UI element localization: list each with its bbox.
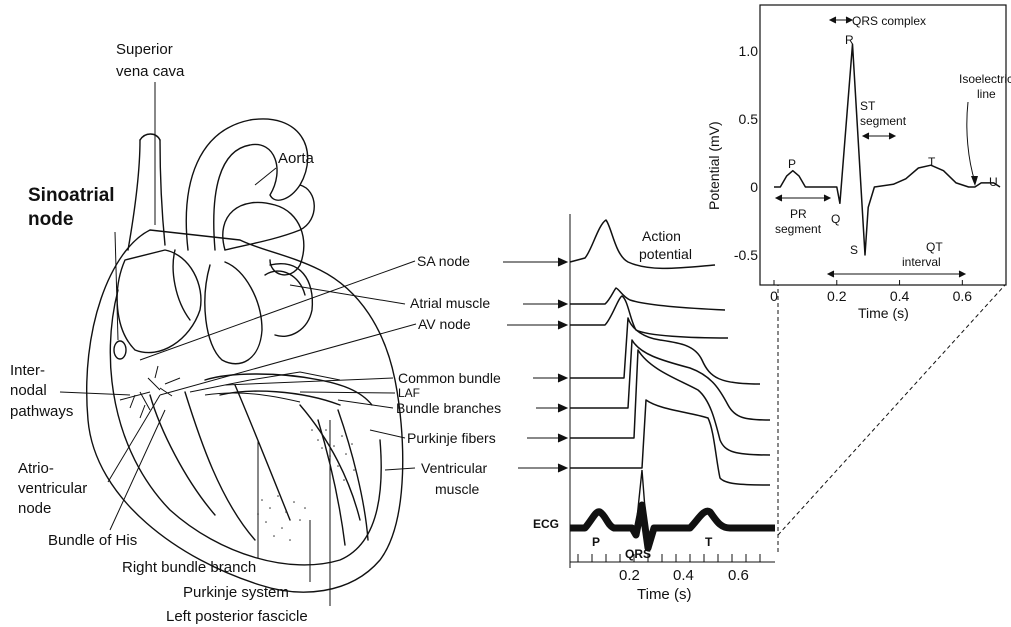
ap-time-tick-0-6: 0.6 xyxy=(728,567,749,584)
inset-y-tick-label: -0.5 xyxy=(734,247,758,263)
ap-row-label-laf: LAF xyxy=(398,386,420,400)
heart-inner-wall xyxy=(110,290,381,565)
label-atrioventricular-2: ventricular xyxy=(18,480,87,497)
inset-wave-label-u: U xyxy=(989,175,998,189)
inset-y-ticks: 1.0 0.5 0 -0.5 xyxy=(734,43,758,263)
inset-x-axis-label: Time (s) xyxy=(858,305,909,321)
label-bundle-of-his: Bundle of His xyxy=(48,532,137,549)
inset-y-tick-label: 0.5 xyxy=(739,111,759,127)
inset-annotation-qt-1: QT xyxy=(926,240,943,254)
inset-x-tick-label: 0.6 xyxy=(953,288,973,304)
label-purkinje-system: Purkinje system xyxy=(183,584,289,601)
purkinje-stipple xyxy=(257,429,355,541)
label-atrioventricular-1: Atrio- xyxy=(18,460,54,477)
ap-row-label-atrial-muscle: Atrial muscle xyxy=(410,295,490,311)
ap-note-1: Action xyxy=(642,228,681,244)
ap-row-label-ventricular: Ventricular xyxy=(421,460,487,476)
inset-wave-label-t: T xyxy=(928,155,936,169)
ap-trace-av-node xyxy=(570,296,728,338)
ecg-wave-label-p: P xyxy=(592,535,600,549)
inset-annotation-isoelectric-1: Isoelectric xyxy=(959,72,1011,86)
inset-y-tick-label: 0 xyxy=(750,179,758,195)
inset-x-tick-label: 0 xyxy=(770,288,778,304)
label-right-bundle-branch: Right bundle branch xyxy=(122,559,256,576)
label-sinoatrial-1: Sinoatrial xyxy=(28,185,115,206)
ap-row-label-sa-node: SA node xyxy=(417,253,470,269)
ap-time-tick-0-4: 0.4 xyxy=(673,567,694,584)
inset-wave-label-q: Q xyxy=(831,212,840,226)
action-potential-panel: SA node Atrial muscle AV node Common bun… xyxy=(396,214,775,603)
inset-annotation-pr-2: segment xyxy=(775,222,822,236)
ap-row-label-av-node: AV node xyxy=(418,316,471,332)
label-sinoatrial-2: node xyxy=(28,209,73,230)
ecg-label: ECG xyxy=(533,517,559,531)
inset-annotation-isoelectric-2: line xyxy=(977,87,996,101)
label-internodal-3: pathways xyxy=(10,403,73,420)
inset-y-tick-label: 1.0 xyxy=(739,43,759,59)
ecg-inset-frame xyxy=(760,5,1006,285)
inset-annotation-pr-1: PR xyxy=(790,207,807,221)
superior-vena-cava xyxy=(128,140,165,250)
ap-row-label-common-bundle: Common bundle xyxy=(398,370,501,386)
heart-illustration xyxy=(87,119,403,592)
ecg-wave-label-t: T xyxy=(705,535,713,549)
ap-time-axis-minor-ticks xyxy=(578,554,760,562)
ap-trace-atrial-muscle xyxy=(570,288,725,310)
inset-connector-right xyxy=(778,285,1005,535)
ap-row-label-muscle: muscle xyxy=(435,481,480,497)
inset-wave-label-s: S xyxy=(850,243,858,257)
aorta xyxy=(186,119,307,250)
ap-trace-purkinje-fibers xyxy=(570,350,770,455)
ap-row-label-bundle-branches: Bundle branches xyxy=(396,400,501,416)
inset-wave-label-p: P xyxy=(788,157,796,171)
inset-y-axis-label: Potential (mV) xyxy=(706,121,722,210)
inset-x-tick-label: 0.4 xyxy=(890,288,910,304)
label-atrioventricular-3: node xyxy=(18,500,51,517)
inset-x-tick-label: 0.2 xyxy=(827,288,847,304)
ap-row-label-purkinje-fibers: Purkinje fibers xyxy=(407,430,496,446)
inset-annotation-qt-2: interval xyxy=(902,255,941,269)
label-superior-vena-cava-1: Superior xyxy=(116,41,173,58)
label-internodal-1: Inter- xyxy=(10,362,45,379)
inset-annotation-st-2: segment xyxy=(860,114,907,128)
inset-annotation-st-1: ST xyxy=(860,99,876,113)
ap-time-axis-label: Time (s) xyxy=(637,586,691,603)
label-internodal-2: nodal xyxy=(10,382,47,399)
ecg-inset-chart: Potential (mV) 1.0 0.5 0 -0.5 0 0.2 0.4 0.6 Ti… xyxy=(706,5,1011,321)
inset-annotation-qrs: QRS complex xyxy=(852,14,926,28)
label-superior-vena-cava-2: vena cava xyxy=(116,63,185,80)
ap-time-tick-0-2: 0.2 xyxy=(619,567,640,584)
ecg-trace xyxy=(570,505,775,548)
label-left-posterior-fascicle: Left posterior fascicle xyxy=(166,608,308,625)
ap-row-arrows xyxy=(503,258,567,472)
ap-trace-bundle-branches xyxy=(570,340,770,420)
ecg-wave-label-qrs: QRS xyxy=(625,547,651,561)
ap-trace-ventricular-muscle xyxy=(570,400,770,485)
sa-node-blob xyxy=(114,341,126,359)
inset-wave-label-r: R xyxy=(845,33,854,47)
label-aorta: Aorta xyxy=(278,150,315,167)
ap-note-2: potential xyxy=(639,246,692,262)
